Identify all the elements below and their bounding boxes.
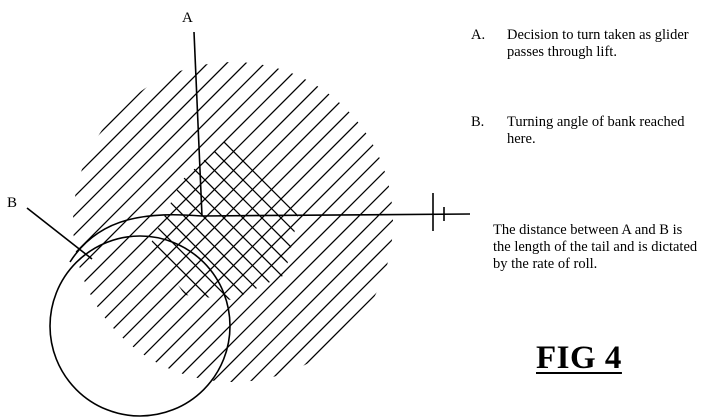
hatch-line bbox=[73, 62, 234, 382]
cross-hatch-line bbox=[150, 137, 218, 300]
hatch-line bbox=[73, 62, 272, 382]
glider-icon bbox=[432, 193, 445, 231]
hatch-line bbox=[73, 62, 348, 382]
point-b-line bbox=[26, 207, 93, 260]
hatch-line bbox=[116, 62, 393, 382]
note-point-a: A. Decision to turn taken as glider passe… bbox=[471, 27, 689, 61]
glider-flight-path bbox=[69, 213, 471, 263]
cross-hatch-line bbox=[150, 137, 300, 300]
hatch-line bbox=[73, 62, 329, 382]
hatch-line bbox=[73, 62, 386, 382]
hatch-line bbox=[73, 62, 196, 382]
turn-circle bbox=[49, 235, 231, 417]
hatch-line bbox=[287, 62, 393, 382]
hatch-line bbox=[135, 62, 393, 382]
cross-hatch-line bbox=[150, 137, 237, 300]
cross-hatch-line bbox=[150, 137, 300, 300]
cross-hatch-line bbox=[150, 137, 294, 300]
hatch-line bbox=[73, 62, 310, 382]
note-distance: The distance between A and B is the leng… bbox=[493, 222, 698, 272]
hatch-line bbox=[73, 62, 291, 382]
note-a-letter: A. bbox=[471, 27, 486, 43]
hatch-line bbox=[73, 62, 158, 382]
cross-hatch-line bbox=[150, 137, 300, 300]
cross-hatch-line bbox=[150, 137, 300, 300]
hatch-line bbox=[230, 62, 393, 382]
note-a-text: Decision to turn taken as glider passes … bbox=[507, 27, 689, 60]
cross-hatch-line bbox=[150, 137, 300, 300]
hatch-line bbox=[73, 62, 393, 382]
cross-hatch-line bbox=[150, 137, 199, 300]
cross-hatch-line bbox=[150, 137, 300, 300]
hatch-line bbox=[78, 62, 393, 382]
hatch-line bbox=[173, 62, 393, 382]
point-a-label: A bbox=[182, 10, 193, 26]
hatch-line bbox=[211, 62, 393, 382]
note-point-b: B. Turning angle of bank reached here. bbox=[471, 114, 689, 148]
hatch-line bbox=[73, 62, 139, 382]
point-b-label: B bbox=[7, 195, 17, 211]
cross-hatch-line bbox=[150, 137, 300, 300]
note-b-letter: B. bbox=[471, 114, 485, 130]
cross-hatch-line bbox=[150, 137, 300, 300]
hatch-line bbox=[73, 62, 393, 382]
hatch-line bbox=[154, 62, 393, 382]
figure-title: FIG 4 bbox=[536, 340, 622, 376]
hatch-line bbox=[344, 62, 393, 382]
hatch-line bbox=[73, 62, 393, 382]
hatch-line bbox=[249, 62, 393, 382]
hatch-line bbox=[192, 62, 393, 382]
hatch-line bbox=[97, 62, 393, 382]
cross-hatch-line bbox=[150, 137, 300, 300]
point-a-line bbox=[193, 31, 203, 217]
cross-hatch-line bbox=[271, 137, 300, 300]
hatch-line bbox=[268, 62, 393, 382]
hatch-line bbox=[363, 62, 393, 382]
cross-hatch-line bbox=[310, 0, 703, 417]
cross-hatch-line bbox=[150, 137, 161, 300]
hatch-line bbox=[325, 62, 393, 382]
cross-hatch-line bbox=[150, 137, 300, 300]
cross-hatch-line bbox=[290, 137, 300, 300]
note-b-text: Turning angle of bank reached here. bbox=[507, 114, 685, 147]
hatch-line bbox=[73, 62, 393, 382]
cross-hatch-line bbox=[150, 137, 256, 300]
hatch-line bbox=[73, 62, 177, 382]
